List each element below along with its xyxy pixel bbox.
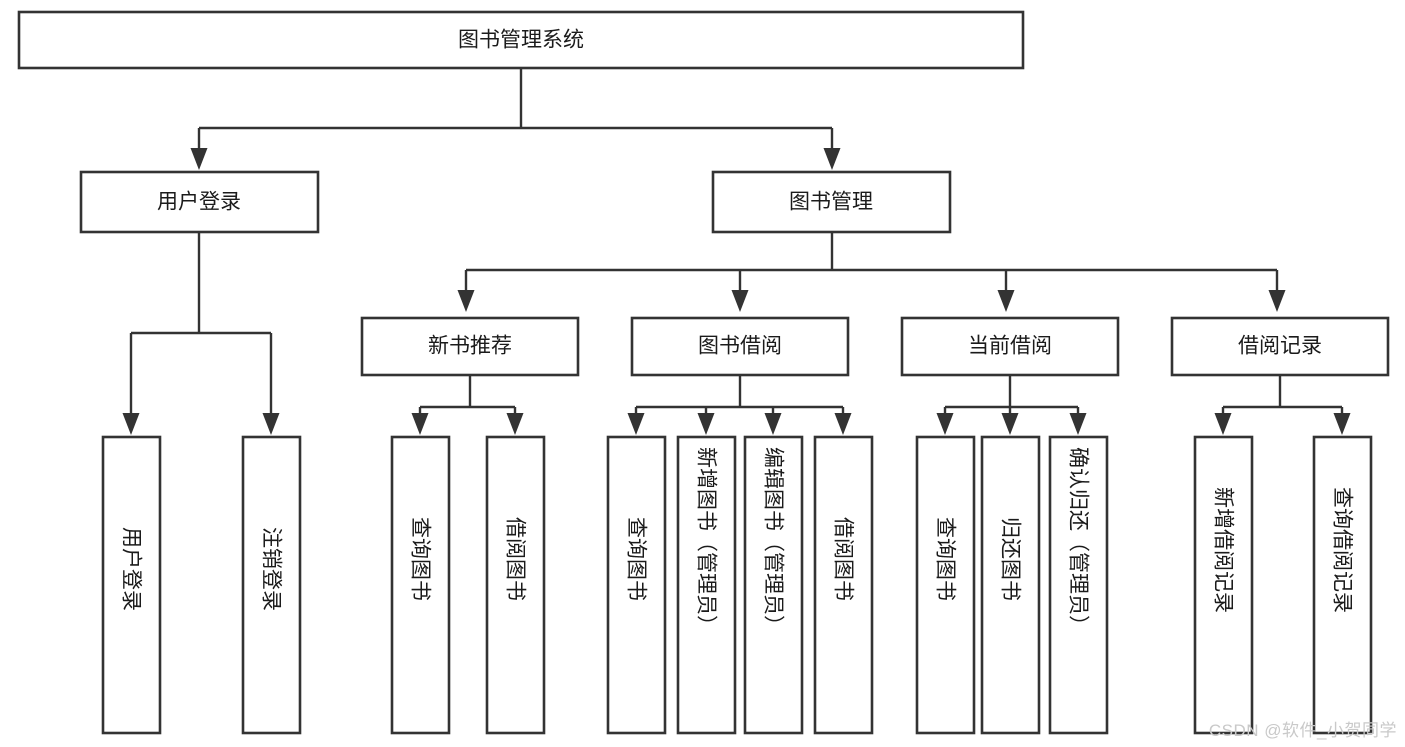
leaf-label-confirm-return-admin: 确认归还（管理员） — [1067, 447, 1090, 636]
node-user-login[interactable]: 用户登录 — [79, 170, 320, 234]
leaf-label-query-book-2: 查询图书 — [625, 517, 648, 601]
leaf-label-query-borrow-record: 查询借阅记录 — [1331, 487, 1354, 613]
leaf-label-logout: 注销登录 — [260, 527, 283, 611]
node-current-borrow-label: 当前借阅 — [968, 335, 1052, 358]
node-root-system-label: 图书管理系统 — [458, 29, 584, 52]
node-book-borrow-label: 图书借阅 — [698, 335, 782, 358]
node-book-management-label: 图书管理 — [789, 191, 873, 214]
connector-borrow-records-to-leaves — [1214, 375, 1351, 435]
connector-root-to-level2 — [190, 68, 841, 170]
leaf-label-borrow-book-2: 借阅图书 — [832, 517, 855, 601]
leaf-label-return-book: 归还图书 — [999, 517, 1022, 601]
leaf-node[interactable]: 查询图书 — [390, 435, 451, 735]
leaf-label-user-login: 用户登录 — [120, 527, 143, 611]
csdn-watermark: CSDN @软件_小贺同学 — [1208, 721, 1397, 740]
leaf-label-edit-book-admin: 编辑图书（管理员） — [762, 447, 785, 636]
leaf-node[interactable]: 借阅图书 — [813, 435, 874, 735]
node-book-management[interactable]: 图书管理 — [711, 170, 952, 234]
connector-current-borrow-to-leaves — [936, 375, 1087, 435]
node-new-book-recommend-label: 新书推荐 — [428, 335, 512, 358]
leaf-label-add-book-admin: 新增图书（管理员） — [695, 447, 718, 636]
leaf-node[interactable]: 新增借阅记录 — [1193, 435, 1254, 735]
leaf-node[interactable]: 查询图书 — [606, 435, 667, 735]
node-current-borrow[interactable]: 当前借阅 — [900, 316, 1120, 377]
connector-new-book-to-leaves — [411, 375, 524, 435]
leaf-node[interactable]: 新增图书（管理员） — [676, 435, 737, 735]
node-borrow-records[interactable]: 借阅记录 — [1170, 316, 1390, 377]
node-book-borrow[interactable]: 图书借阅 — [630, 316, 850, 377]
leaf-node[interactable]: 借阅图书 — [485, 435, 546, 735]
node-root-system[interactable]: 图书管理系统 — [17, 10, 1025, 70]
node-borrow-records-label: 借阅记录 — [1238, 335, 1322, 358]
leaf-node[interactable]: 注销登录 — [241, 435, 302, 735]
node-user-login-label: 用户登录 — [157, 191, 241, 214]
leaf-label-query-book-3: 查询图书 — [934, 517, 957, 601]
node-new-book-recommend[interactable]: 新书推荐 — [360, 316, 580, 377]
connector-book-borrow-to-leaves — [627, 375, 852, 435]
connector-book-mgmt-to-level3 — [457, 232, 1286, 312]
leaf-node[interactable]: 查询借阅记录 — [1312, 435, 1373, 735]
leaf-node[interactable]: 用户登录 — [101, 435, 162, 735]
leaf-label-query-book-1: 查询图书 — [409, 517, 432, 601]
leaf-node[interactable]: 查询图书 — [915, 435, 976, 735]
connector-user-login-to-leaves — [122, 232, 280, 435]
leaf-node[interactable]: 确认归还（管理员） — [1048, 435, 1109, 735]
leaf-node[interactable]: 归还图书 — [980, 435, 1041, 735]
leaf-node[interactable]: 编辑图书（管理员） — [743, 435, 804, 735]
leaf-label-borrow-book-1: 借阅图书 — [504, 517, 527, 601]
leaf-label-add-borrow-record: 新增借阅记录 — [1212, 487, 1235, 613]
